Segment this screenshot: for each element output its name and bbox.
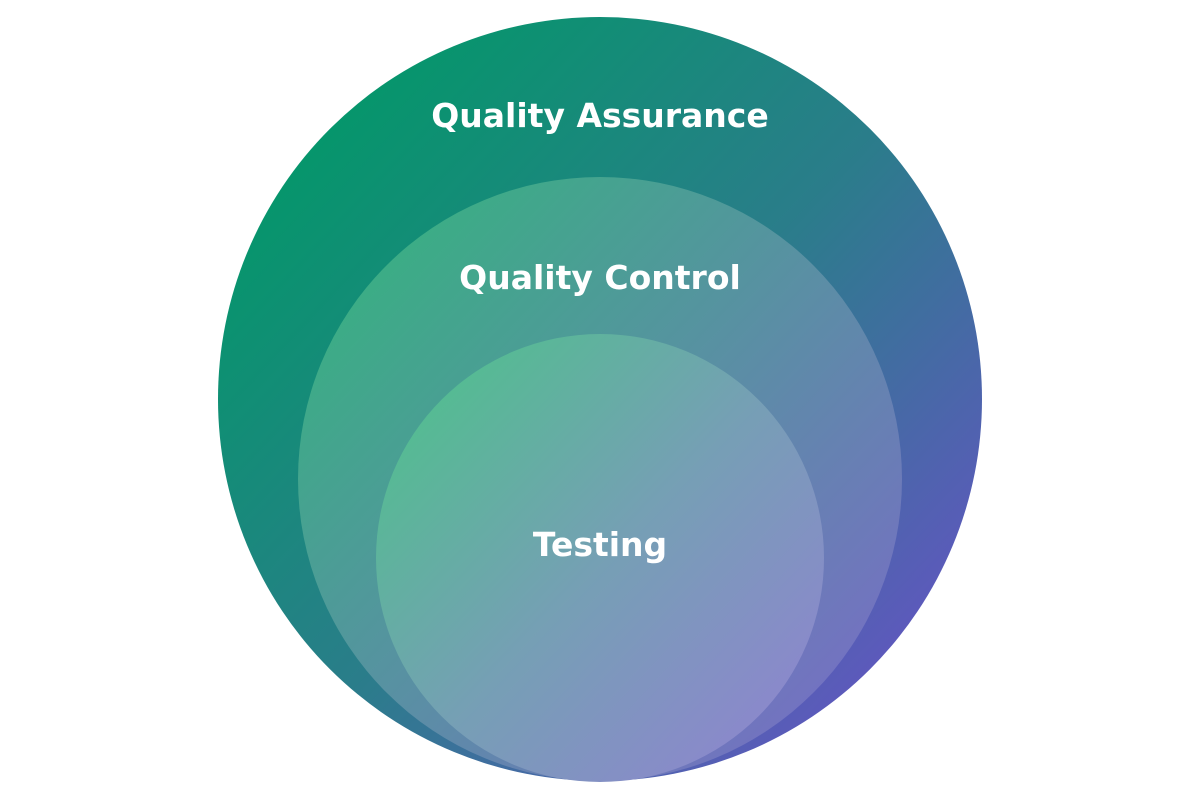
testing-circle [376, 334, 824, 782]
quality-assurance-label: Quality Assurance [431, 96, 769, 135]
quality-control-label: Quality Control [459, 258, 741, 297]
testing-label: Testing [533, 525, 667, 564]
